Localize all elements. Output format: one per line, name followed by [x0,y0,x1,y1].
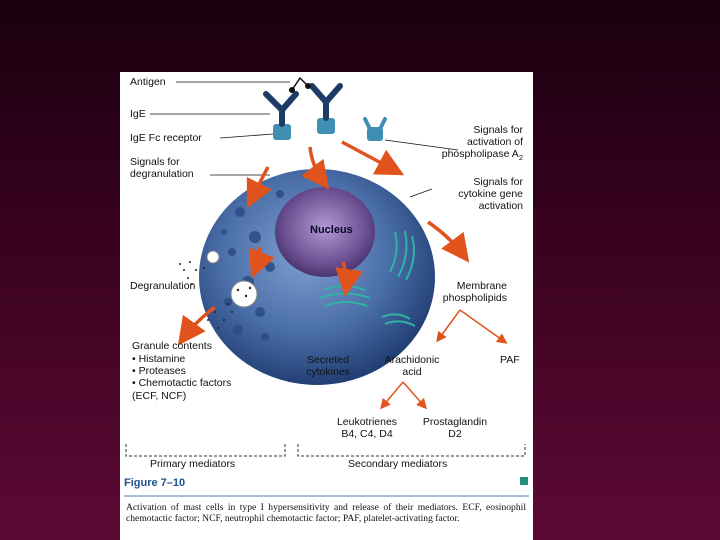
degranulation-particles [179,250,258,329]
label-prostaglandin-2: D2 [448,428,462,440]
label-membrane-2: phospholipids [442,292,507,304]
label-signals-degranulation-1: Signals for [130,156,180,168]
nucleus [275,187,375,277]
label-leukotrienes-2: B4, C4, D4 [341,428,393,440]
label-signals-cytokine-1: Signals for [473,176,523,188]
label-membrane-1: Membrane [456,280,507,292]
list-item: • Proteases [132,365,186,378]
label-nucleus: Nucleus [310,224,353,236]
label-signals-cytokine-3: activation [478,200,523,212]
label-secreted-1: Secreted [306,354,350,366]
mediator-arrows [380,309,508,410]
label-degranulation: Degranulation [130,280,196,292]
figure-image: Antigen IgE IgE Fc receptor Signals for … [120,72,533,540]
list-item: • Histamine [132,353,186,365]
label-signals-phospholipase-2: activation of [466,136,523,148]
label-granule-contents: Granule contents [132,340,212,352]
label-paf: PAF [500,354,520,366]
ige-receptors [263,76,387,141]
label-ige: IgE [130,108,146,120]
label-signals-degranulation-2: degranulation [130,168,194,180]
signal-arrows [177,140,470,346]
label-secreted-2: cytokines [306,366,350,378]
label-secondary-mediators: Secondary mediators [348,458,448,470]
label-leukotrienes-1: Leukotrienes [336,416,398,428]
label-antigen: Antigen [130,76,166,88]
label-signals-cytokine-2: cytokine gene [458,188,523,200]
mediator-brackets [125,444,526,457]
granules [221,190,284,341]
label-primary-mediators: Primary mediators [150,458,236,470]
granule-contents-list: • Histamine • Proteases • Chemotactic fa… [132,353,231,402]
figure-caption: Activation of mast cells in type I hyper… [126,502,526,524]
list-item: • Chemotactic factors [132,377,232,390]
mast-cell-diagram [124,76,529,497]
list-item: (ECF, NCF) [132,389,187,402]
figure-number: Figure 7–10 [124,477,186,489]
label-ige-fc-receptor: IgE Fc receptor [130,132,202,144]
label-signals-phospholipase-1: Signals for [473,124,523,136]
label-prostaglandin-1: Prostaglandin [422,416,488,428]
label-arachidonic-1: Arachidonic [384,354,440,366]
label-arachidonic-2: acid [402,366,422,378]
label-signals-phospholipase-3: phospholipase A2 [441,148,523,163]
leader-lines [150,81,459,198]
figure-marker [520,477,528,485]
mast-cell [199,169,435,385]
